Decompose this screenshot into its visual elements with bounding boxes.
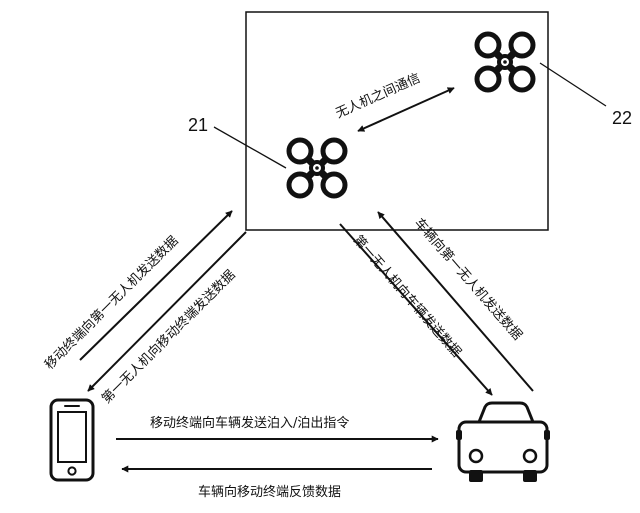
label-vehicle-to-mobile: 车辆向移动终端反馈数据 bbox=[198, 484, 341, 500]
airspace-frame bbox=[245, 11, 549, 231]
reference-number-21: 21 bbox=[188, 115, 208, 135]
arrow-drone-to-mobile bbox=[87, 231, 247, 392]
leader-line-22 bbox=[539, 62, 607, 107]
reference-number-22: 22 bbox=[612, 108, 632, 128]
drone-icon bbox=[477, 34, 533, 90]
mobile-phone-icon bbox=[49, 398, 95, 482]
arrow-drone-to-drone bbox=[357, 87, 455, 132]
arrow-drone-to-vehicle bbox=[339, 223, 493, 396]
arrow-vehicle-to-drone bbox=[377, 211, 534, 392]
drone-icon bbox=[289, 140, 345, 196]
arrow-mobile-to-drone bbox=[79, 210, 233, 361]
label-drone-to-drone: 无人机之间通信 bbox=[334, 71, 423, 122]
car-icon bbox=[456, 401, 550, 482]
label-mobile-to-vehicle: 移动终端向车辆发送泊入/泊出指令 bbox=[150, 415, 349, 431]
leader-line-21 bbox=[213, 126, 287, 169]
